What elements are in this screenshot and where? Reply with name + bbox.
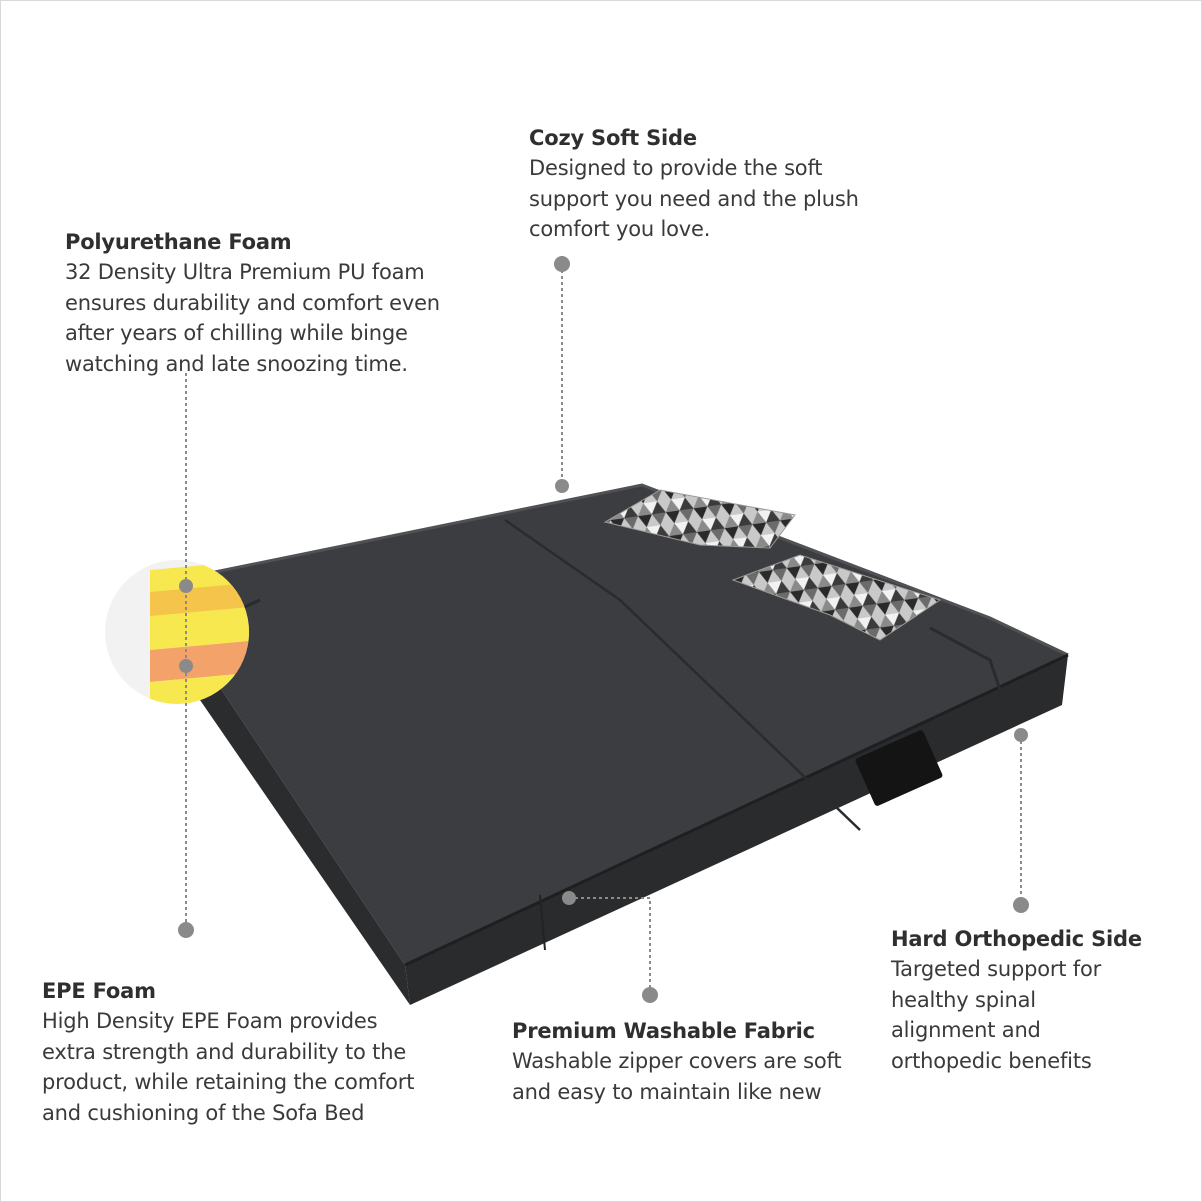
feature-description-line: extra strength and durability to the: [42, 1039, 407, 1064]
feature-premium-washable-fabric: Premium Washable Fabric Washable zipper …: [512, 1016, 872, 1107]
feature-description-line: and cushioning of the Sofa Bed: [42, 1100, 365, 1125]
feature-description-line: ensures durability and comfort even: [65, 290, 440, 315]
feature-title: Polyurethane Foam: [65, 230, 292, 254]
feature-description-line: alignment and: [891, 1018, 1041, 1042]
leader-dots: [178, 256, 1029, 1003]
feature-description-line: orthopedic benefits: [891, 1048, 1092, 1073]
feature-description-line: healthy spinal: [891, 987, 1036, 1012]
feature-description-line: Washable zipper covers are soft: [512, 1049, 842, 1073]
feature-description-line: High Density EPE Foam provides: [42, 1009, 378, 1033]
feature-description-line: after years of chilling while binge: [65, 321, 408, 345]
brand-label: [855, 730, 943, 806]
feature-description-line: product, while retaining the comfort: [42, 1070, 415, 1094]
feature-title: Hard Orthopedic Side: [891, 927, 1142, 951]
feature-hard-orthopedic-side: Hard Orthopedic Side Targeted support fo…: [891, 924, 1151, 1076]
feature-title: EPE Foam: [42, 979, 156, 1003]
feature-description-line: and easy to maintain like new: [512, 1079, 822, 1104]
foam-layer-zoom: [105, 560, 249, 704]
feature-description-line: 32 Density Ultra Premium PU foam: [65, 260, 425, 284]
mattress-front-side: [200, 665, 410, 1005]
feature-polyurethane-foam: Polyurethane Foam 32 Density Ultra Premi…: [65, 227, 465, 379]
feature-description-line: comfort you love.: [529, 217, 711, 241]
pillow-front: [731, 554, 942, 641]
feature-description-line: support you need and the plush: [529, 186, 859, 211]
leader-lines: [185, 264, 1022, 993]
feature-title: Premium Washable Fabric: [512, 1019, 815, 1043]
feature-description-line: watching and late snoozing time.: [65, 351, 408, 376]
feature-description-line: Designed to provide the soft: [529, 156, 823, 180]
pillow-back: [603, 489, 796, 549]
feature-title: Cozy Soft Side: [529, 126, 697, 150]
feature-description-line: Targeted support for: [891, 957, 1102, 981]
feature-epe-foam: EPE Foam High Density EPE Foam provides …: [42, 976, 442, 1128]
feature-cozy-soft-side: Cozy Soft Side Designed to provide the s…: [529, 123, 889, 245]
